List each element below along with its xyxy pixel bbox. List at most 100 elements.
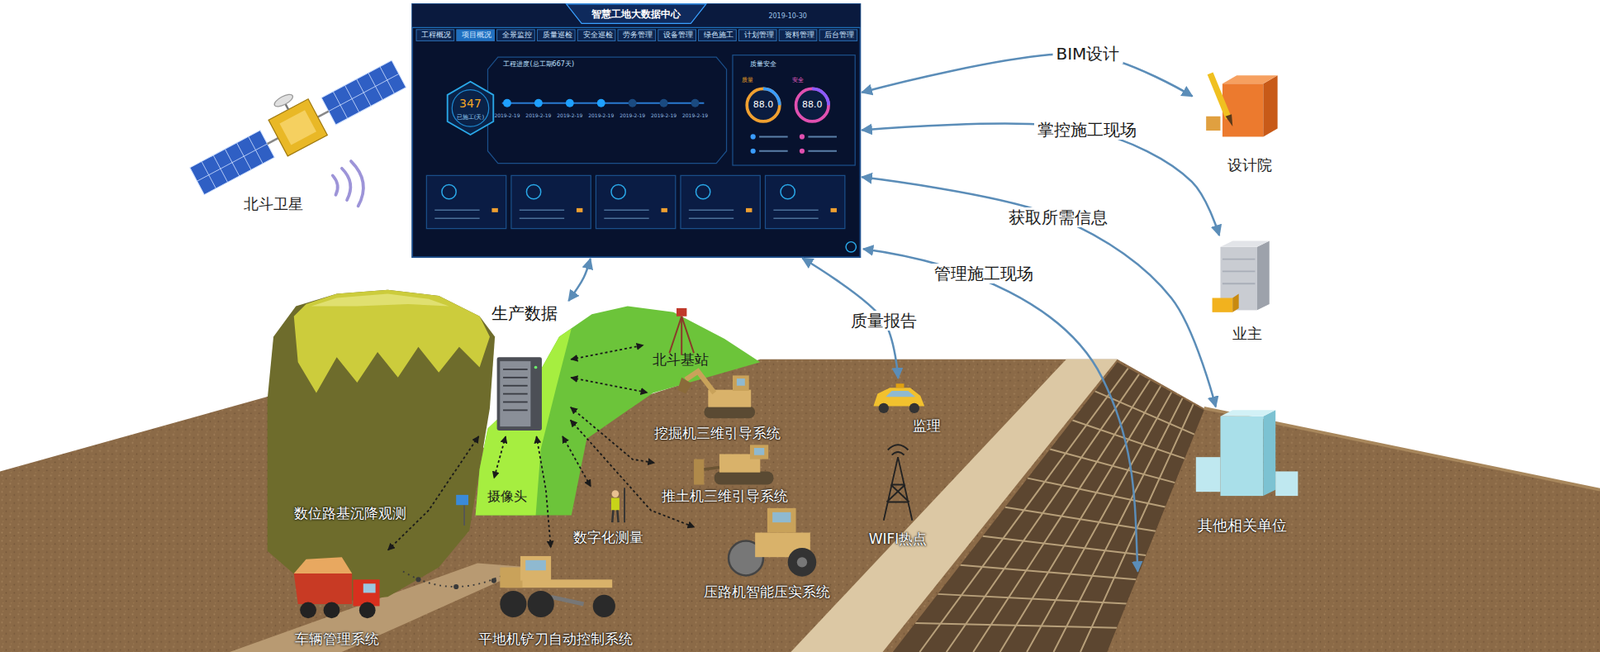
grid-slope [892, 361, 1205, 652]
satellite-icon [180, 42, 409, 206]
server-icon [503, 368, 528, 371]
excavator-icon [732, 375, 750, 391]
bulldozer-icon [750, 444, 769, 459]
node-label: 生产数据 [491, 303, 558, 323]
node-label: 智慧工地大数据中心 [591, 9, 681, 21]
dashboard-graphic [759, 150, 789, 152]
satellite-icon [272, 91, 295, 109]
grid-slope [1095, 390, 1195, 434]
excavator-icon [685, 370, 715, 393]
surveyor-icon [617, 509, 618, 523]
grid-slope [1027, 478, 1166, 508]
flow-arrow [861, 176, 1216, 407]
dashboard-panel: 智慧工地大数据中心 [412, 4, 860, 257]
dashboard-tab: 设备管理 [663, 31, 694, 40]
dashboard-graphic [434, 217, 480, 219]
owner-icon [1257, 240, 1270, 310]
dashboard-tab: 项目概况 [461, 31, 492, 40]
dashboard-graphic [565, 99, 575, 108]
timeline-date: 2019-2-19 [556, 112, 583, 119]
mountain [311, 294, 450, 307]
dashboard-graphic [750, 148, 756, 154]
owner-icon [1222, 259, 1256, 285]
base-station-icon [669, 308, 694, 356]
design-institute-icon [1262, 75, 1278, 137]
related-units-icon [1196, 456, 1221, 492]
dashboard-graphic [456, 29, 495, 42]
timeline-date: 2019-2-19 [493, 112, 520, 119]
dashboard-graphic [780, 184, 795, 199]
ground [0, 359, 1600, 652]
excavator-icon [677, 377, 692, 395]
truck-icon [294, 573, 352, 604]
dashboard-graphic [447, 81, 494, 135]
dashboard-tab: 绿色施工 [703, 31, 734, 40]
grid-slope [1049, 449, 1175, 484]
server-icon [503, 408, 528, 411]
truck-icon [294, 556, 380, 618]
server-icon [534, 365, 538, 370]
dashboard-graphic [658, 29, 697, 42]
dashboard-graphic [738, 29, 777, 42]
server-icon [503, 369, 528, 410]
dashboard-graphic [764, 175, 845, 228]
bulldozer-node: 推土机三维引导系统 [655, 441, 793, 507]
settlement-points [491, 577, 497, 583]
dashboard-tab: 计划管理 [744, 31, 774, 40]
satellite-icon [332, 161, 364, 206]
wifi-tower-icon [883, 456, 913, 521]
dashboard-graphic [519, 217, 565, 219]
ring-caption: 质量 [741, 77, 754, 85]
dashboard-tab: 安全巡检 [583, 31, 613, 40]
node-label: 监理 [912, 417, 941, 435]
mountain [294, 289, 490, 394]
design-institute-icon [1222, 83, 1263, 137]
related-units-icon [1220, 416, 1263, 496]
dashboard-graphic [611, 184, 626, 199]
manage-site-arrow [863, 248, 1138, 571]
timeline-date: 2019-2-19 [588, 112, 614, 119]
surveyor-icon [611, 498, 620, 511]
dashboard-graphic [487, 56, 727, 163]
owner-icon [1212, 298, 1234, 313]
dashboard-graphic [511, 175, 591, 228]
ground [0, 359, 1600, 652]
manage-site-arrow [863, 248, 1138, 571]
bulldozer-icon [693, 459, 704, 485]
data-link [536, 436, 551, 547]
dashboard-graphic [796, 88, 830, 122]
arrow-label: 质量报告 [847, 310, 921, 331]
node-label: WIFI热点 [868, 531, 928, 548]
server-icon [499, 360, 531, 427]
dashboard-graphic [426, 175, 845, 228]
satellite-icon [321, 60, 406, 125]
node-label: 挖掘机三维引导系统 [654, 425, 781, 442]
related-units-icon [1262, 409, 1276, 496]
truck-icon [299, 601, 317, 618]
dashboard-heading: 质量安全 [750, 60, 777, 68]
roller-icon [772, 512, 791, 523]
design-institute-icon [1210, 73, 1229, 119]
satellite-icon [351, 161, 364, 206]
settlement-points [403, 570, 511, 589]
node-label: 设计院 [1227, 156, 1273, 175]
arrow-label: BIM设计 [1052, 43, 1123, 64]
dashboard-graphic [536, 29, 575, 42]
related-units-icon [1220, 409, 1276, 416]
camera-icon [455, 494, 469, 505]
dashboard-graphic [412, 4, 860, 257]
dashboard-graphic [534, 99, 543, 108]
related-units-node: 其他相关单位 [1183, 408, 1301, 536]
dashboard-graphic [773, 217, 818, 219]
base-station-icon [680, 316, 683, 356]
owner-icon [1222, 258, 1256, 261]
grid-slope [1005, 507, 1156, 532]
grid-slope [982, 536, 1147, 556]
surveyor-icon [623, 487, 626, 523]
dashboard-graphic [845, 242, 856, 252]
dashboard-graphic [491, 208, 498, 213]
satellite-icon [197, 143, 268, 181]
grader-icon [499, 555, 616, 618]
grader-icon [499, 567, 523, 589]
